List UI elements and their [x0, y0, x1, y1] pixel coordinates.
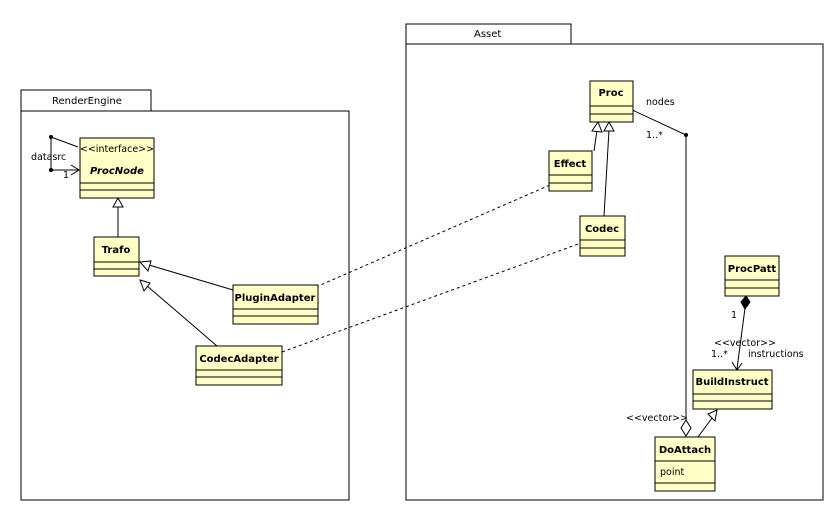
label-nodes-role: nodes [646, 97, 675, 108]
package-name-asset: Asset [474, 29, 501, 40]
triangle-doattach-buildinstruct [707, 409, 718, 423]
class-doattach[interactable]: DoAttach point [654, 436, 716, 492]
generalization-doattach-buildinstruct [697, 417, 713, 438]
class-procpatt[interactable]: ProcPatt [724, 255, 780, 297]
effect-name: Effect [554, 159, 587, 170]
generalization-codecadapter-trafo [145, 284, 218, 347]
dot-datasrc-bottom [49, 168, 53, 172]
diamond-aggregation-doattach [680, 419, 692, 437]
procnode-name: ProcNode [90, 166, 144, 177]
composition-instructions [736, 307, 746, 370]
arrow-datasrc [70, 164, 80, 176]
proc-name: Proc [598, 88, 623, 99]
triangle-trafo-procnode [112, 196, 124, 208]
dot-nodes-bend [684, 133, 688, 137]
class-procnode[interactable]: <<interface>> ProcNode [79, 137, 155, 199]
codecadapter-name: CodecAdapter [199, 354, 278, 365]
class-trafo[interactable]: Trafo [93, 236, 140, 277]
pluginadapter-name: PluginAdapter [235, 293, 316, 304]
triangle-codec-proc [603, 120, 615, 132]
doattach-attribute: point [660, 467, 685, 478]
association-datasrc [50, 136, 79, 171]
procpatt-name: ProcPatt [728, 264, 777, 275]
codec-name: Codec [585, 224, 619, 235]
label-instructions-multiplicity: 1..* [711, 349, 728, 360]
package-name-render-engine: RenderEngine [52, 96, 122, 107]
doattach-name: DoAttach [659, 445, 711, 456]
triangle-effect-proc [591, 120, 603, 133]
dependency-codecadapter-codec [281, 242, 582, 353]
diamond-composition-procpatt [740, 295, 751, 310]
label-instructions-stereotype: <<vector>> [714, 338, 776, 349]
class-codec[interactable]: Codec [579, 215, 626, 257]
class-codecadapter[interactable]: CodecAdapter [195, 345, 283, 386]
class-effect[interactable]: Effect [548, 150, 593, 192]
generalization-pluginadapter-trafo [148, 264, 234, 291]
dependency-pluginadapter-effect [315, 184, 551, 288]
class-proc[interactable]: Proc [589, 80, 634, 123]
procnode-stereotype: <<interface>> [80, 144, 154, 155]
class-buildinstruct[interactable]: BuildInstruct [692, 369, 773, 410]
triangle-codecadapter-trafo [139, 279, 151, 293]
label-procpatt-multiplicity: 1 [731, 310, 737, 321]
triangle-pluginadapter-trafo [138, 260, 152, 273]
trafo-name: Trafo [102, 245, 131, 256]
label-datasrc: datasrc [31, 152, 66, 163]
label-datasrc-multiplicity: 1 [63, 170, 69, 181]
label-vector-doattach: <<vector>> [626, 413, 688, 424]
class-pluginadapter[interactable]: PluginAdapter [232, 284, 319, 325]
dot-datasrc-top [49, 135, 53, 139]
label-nodes-multiplicity: 1..* [646, 130, 663, 141]
label-instructions-role: instructions [748, 349, 804, 360]
association-labels: datasrc 1 nodes 1..* <<vector>> 1 <<vect… [31, 97, 804, 424]
buildinstruct-name: BuildInstruct [695, 377, 768, 388]
generalization-effect-proc [593, 129, 598, 152]
generalization-codec-proc [603, 129, 610, 217]
connector-ends [49, 103, 751, 437]
